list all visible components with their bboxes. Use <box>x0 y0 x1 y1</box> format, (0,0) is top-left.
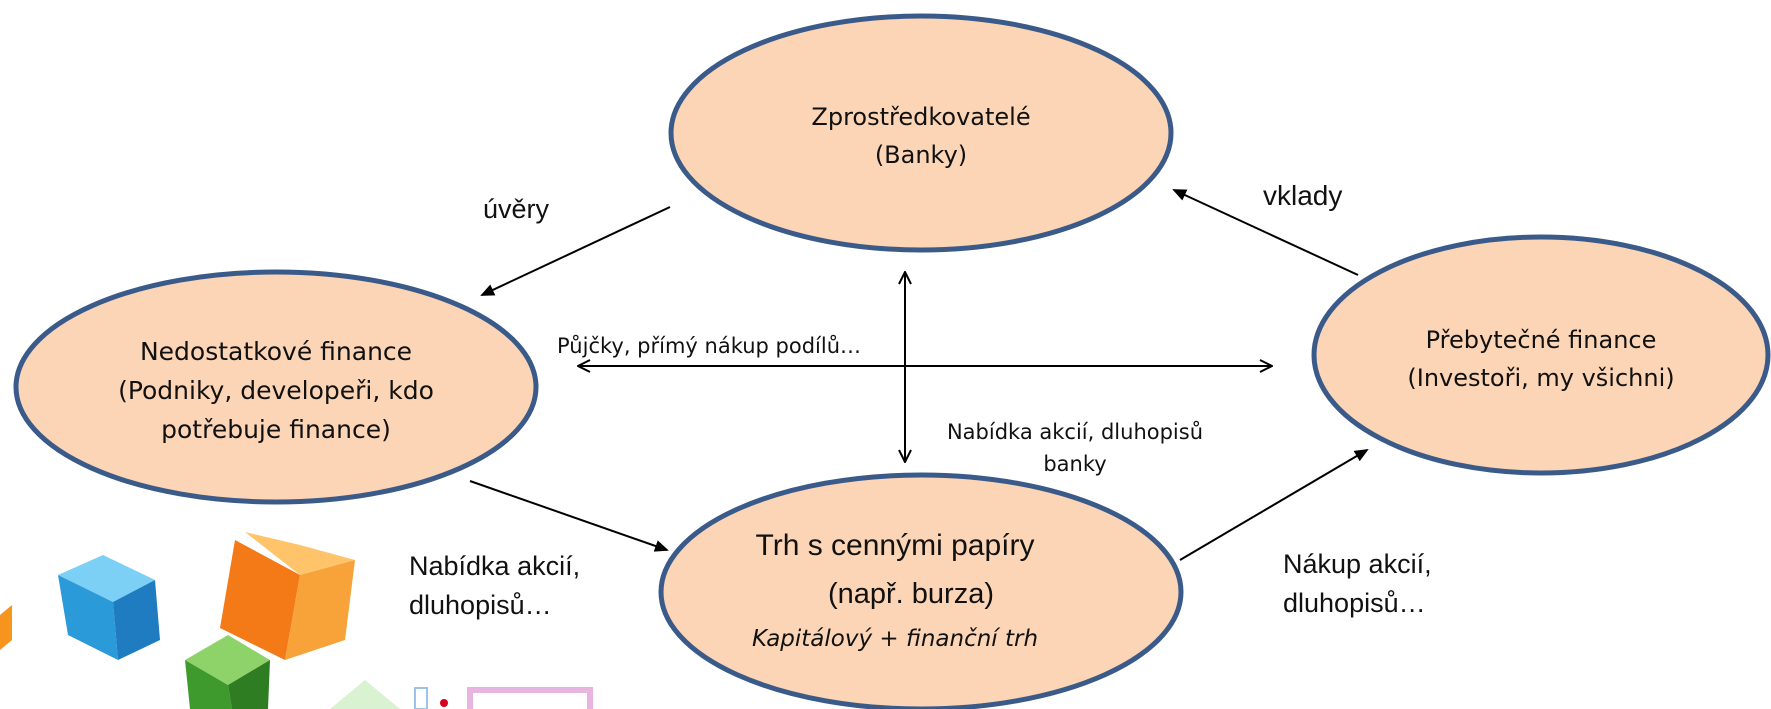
node-market <box>658 472 1184 709</box>
arrow-purchase <box>1179 448 1369 561</box>
bank-offer-line-1: Nabídka akcií, dluhopisů <box>946 420 1204 444</box>
purchase-line-2: dluhopisů… <box>1283 588 1426 618</box>
node-market-text: Trh s cennými papíry (např. burza) Kapit… <box>711 524 1111 658</box>
label-bank-offer: Nabídka akcií, dluhopisů banky <box>930 416 1220 480</box>
label-offer: Nabídka akcií, dluhopisů… <box>409 547 580 625</box>
node-intermediaries-text: Zprostředkovatelé (Banky) <box>771 98 1071 174</box>
market-line-3: Kapitálový + finanční trh <box>751 626 1039 652</box>
label-direct: Půjčky, přímý nákup podílů… <box>557 334 861 358</box>
blue-cube-icon <box>58 555 160 660</box>
intermediaries-line-2: (Banky) <box>874 141 968 169</box>
purchase-line-1: Nákup akcií, <box>1283 549 1432 579</box>
arrow-offer <box>469 480 669 552</box>
arrow-loans <box>480 206 671 296</box>
faint-shape <box>330 680 400 709</box>
orange-cube-icon <box>220 532 355 660</box>
market-line-2: (např. burza) <box>827 578 994 610</box>
label-purchase: Nákup akcií, dluhopisů… <box>1283 545 1432 623</box>
node-surplus-text: Přebytečné finance (Investoři, my všichn… <box>1361 321 1721 397</box>
surplus-line-2: (Investoři, my všichni) <box>1407 364 1675 392</box>
node-surplus <box>1311 234 1771 476</box>
bank-offer-line-2: banky <box>1043 452 1107 476</box>
node-intermediaries <box>668 13 1174 253</box>
deficit-line-2: (Podniky, developeři, kdo <box>118 376 434 405</box>
deficit-line-3: potřebuje finance) <box>161 415 391 444</box>
node-deficit-text: Nedostatkové finance (Podniky, developeř… <box>56 332 496 449</box>
decorative-cubes <box>0 532 593 709</box>
intermediaries-line-1: Zprostředkovatelé <box>811 103 1031 131</box>
label-deposits: vklady <box>1263 180 1343 211</box>
red-cube-fragment <box>0 605 12 650</box>
node-deficit <box>13 269 539 505</box>
offer-line-2: dluhopisů… <box>409 590 552 620</box>
direct-line-1: Půjčky, přímý nákup podílů… <box>557 334 862 358</box>
red-dot <box>440 699 448 707</box>
market-line-1: Trh s cennými papíry <box>755 529 1035 562</box>
surplus-line-1: Přebytečné finance <box>1425 326 1657 354</box>
faint-frame-2 <box>414 687 428 709</box>
label-loans: úvěry <box>483 194 550 224</box>
offer-line-1: Nabídka akcií, <box>409 551 581 581</box>
deficit-line-1: Nedostatkové finance <box>139 337 413 366</box>
faint-frame <box>467 687 593 709</box>
arrow-deposits <box>1172 189 1359 276</box>
green-cube-icon <box>185 635 270 709</box>
